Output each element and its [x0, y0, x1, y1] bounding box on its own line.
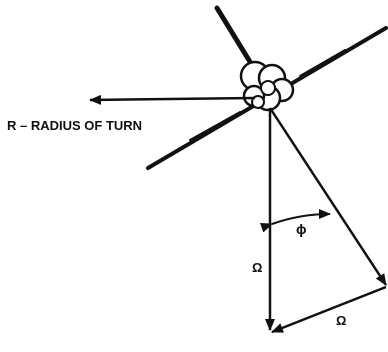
centrifugal-label: Ω — [336, 313, 346, 328]
radius-label: R – RADIUS OF TURN — [7, 118, 142, 133]
bank-angle-label: ϕ — [296, 221, 307, 237]
banked-aircraft — [146, 5, 388, 170]
centrifugal-vector — [271, 285, 387, 334]
resultant-vector — [268, 107, 388, 286]
wing-edge — [189, 111, 241, 141]
hub-circle — [260, 80, 276, 96]
fuselage-upper — [214, 5, 258, 73]
bank-angle-arc — [259, 209, 331, 233]
load-vector-label: Ω — [252, 260, 262, 275]
wing-edge-right — [299, 49, 346, 77]
radius-arrow — [89, 94, 256, 105]
